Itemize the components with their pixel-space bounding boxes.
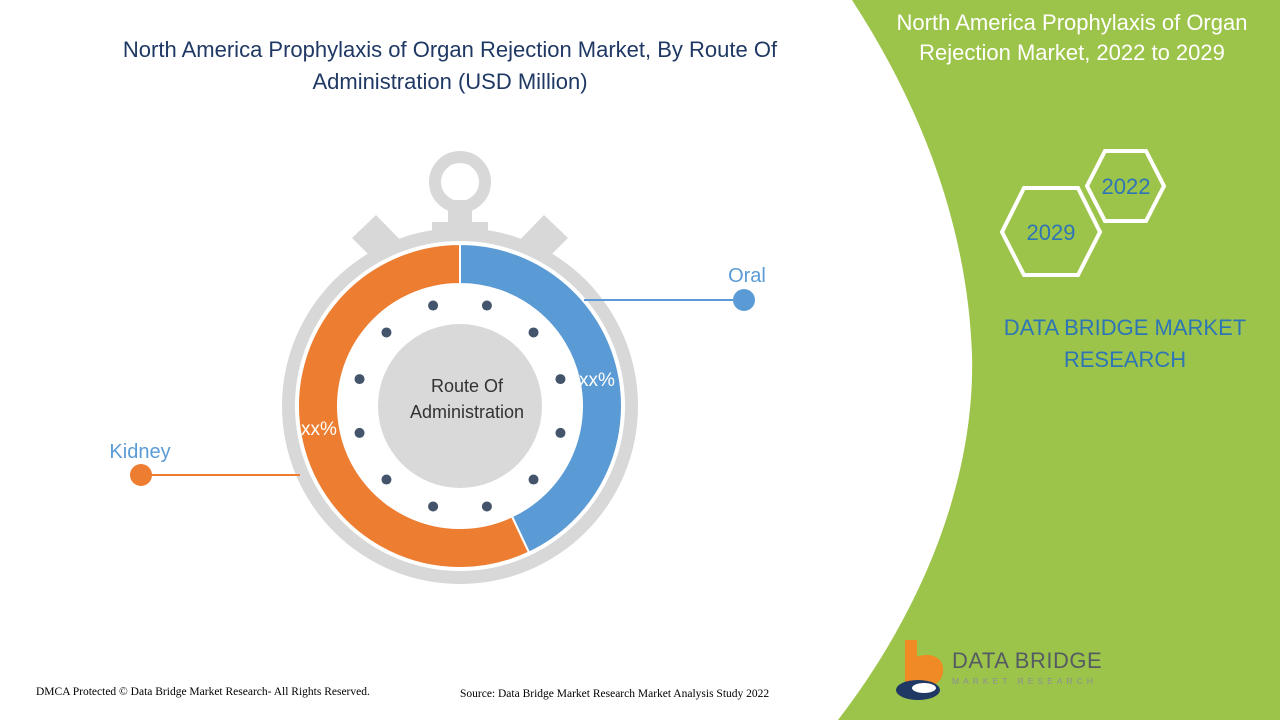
slice-oral [459,242,623,554]
chart-title: North America Prophylaxis of Organ Rejec… [122,37,778,94]
oral-value-label: xx% [579,370,615,391]
kidney-leader-dot [130,464,152,486]
dial-dot [555,374,566,385]
dial-dot [528,474,539,485]
oral-leader: Oral [584,265,766,311]
dial-dot [481,501,492,512]
dial-dot [555,427,566,438]
oral-legend-label: Oral [728,265,766,287]
dial-dot [428,300,439,311]
stopwatch-ring [429,151,491,213]
copyright-notice: DMCA Protected © Data Bridge Market Rese… [36,686,370,698]
dial-dot [428,501,439,512]
source-note: Source: Data Bridge Market Research Mark… [460,688,770,700]
dial-dot [528,327,539,338]
logo-icon [896,640,944,700]
oral-leader-dot [733,289,755,311]
dial-dot [354,374,365,385]
kidney-leader: Kidney [109,441,300,486]
year-start-label: 2022 [1102,174,1151,199]
hexagon-2029 [999,186,1103,277]
dial-dot [381,474,392,485]
dial-dot [354,427,365,438]
year-end-label: 2029 [1027,220,1076,245]
logo-name: DATA BRIDGE [952,648,1103,673]
side-panel-title: North America Prophylaxis of Organ Rejec… [896,10,1248,65]
dial-dots [354,300,566,512]
kidney-legend-label: Kidney [109,441,170,463]
year-badges: 2022 2029 [999,149,1167,277]
dial-dot [481,300,492,311]
dial-dot [381,327,392,338]
center-label-line2: Administration [410,402,524,422]
kidney-value-label: xx% [301,419,337,440]
brand-name: DATA BRIDGE MARKET RESEARCH [1003,315,1247,372]
hexagon-2022 [1084,149,1167,223]
center-label-line1: Route Of [431,376,504,396]
side-panel-background [838,0,1280,720]
logo-tagline: MARKET RESEARCH [952,676,1097,686]
center-hub [378,324,542,488]
